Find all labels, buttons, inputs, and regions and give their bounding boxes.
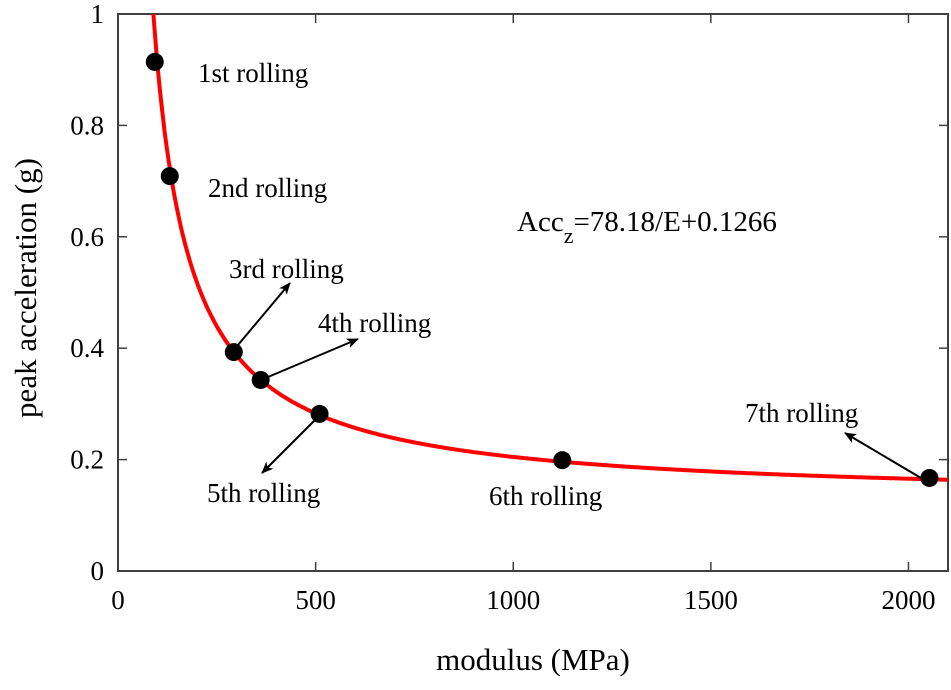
- y-axis-title: peak acceleration (g): [8, 158, 43, 418]
- data-points: [145, 52, 939, 487]
- y-tick-label: 0.8: [70, 110, 104, 140]
- point-label: 5th rolling: [207, 478, 320, 508]
- axis-ticks: [117, 13, 948, 572]
- plot-border: [117, 13, 949, 572]
- data-point: [553, 451, 572, 470]
- fit-curve: [151, 13, 948, 482]
- data-point: [251, 370, 270, 389]
- point-label: 6th rolling: [489, 481, 602, 511]
- annotation-arrows: [237, 282, 922, 479]
- x-tick-label: 0: [111, 585, 125, 615]
- y-tick-label: 0.4: [70, 333, 104, 363]
- tick-labels: 0 500 1000 1500 2000 0 0.2 0.4 0.6 0.8 1: [70, 0, 935, 615]
- point-label: 1st rolling: [198, 58, 308, 88]
- arrow-icon: [261, 416, 319, 474]
- x-tick-label: 1500: [684, 585, 738, 615]
- x-tick-label: 2000: [881, 585, 935, 615]
- data-point: [145, 52, 164, 71]
- x-tick-label: 500: [295, 585, 336, 615]
- y-tick-label: 1: [91, 0, 105, 29]
- point-label: 3rd rolling: [229, 254, 344, 284]
- point-labels: 1st rolling 2nd rolling 3rd rolling 4th rol…: [198, 58, 858, 511]
- y-tick-label: 0: [91, 556, 105, 586]
- x-axis-title: modulus (MPa): [436, 642, 630, 677]
- data-point: [310, 404, 329, 423]
- y-tick-label: 0.2: [70, 445, 104, 475]
- arrow-icon: [237, 282, 291, 346]
- fit-equation: Accz=78.18/E+0.1266: [517, 206, 777, 248]
- point-label: 4th rolling: [318, 308, 431, 338]
- data-point: [224, 343, 243, 362]
- point-label: 2nd rolling: [208, 173, 327, 203]
- y-tick-label: 0.6: [70, 222, 104, 252]
- arrow-icon: [267, 338, 359, 378]
- data-point: [160, 167, 179, 186]
- data-point: [920, 468, 939, 487]
- arrow-icon: [844, 432, 922, 479]
- point-label: 7th rolling: [745, 398, 858, 428]
- x-tick-label: 1000: [486, 585, 540, 615]
- plot-frame: [117, 13, 949, 572]
